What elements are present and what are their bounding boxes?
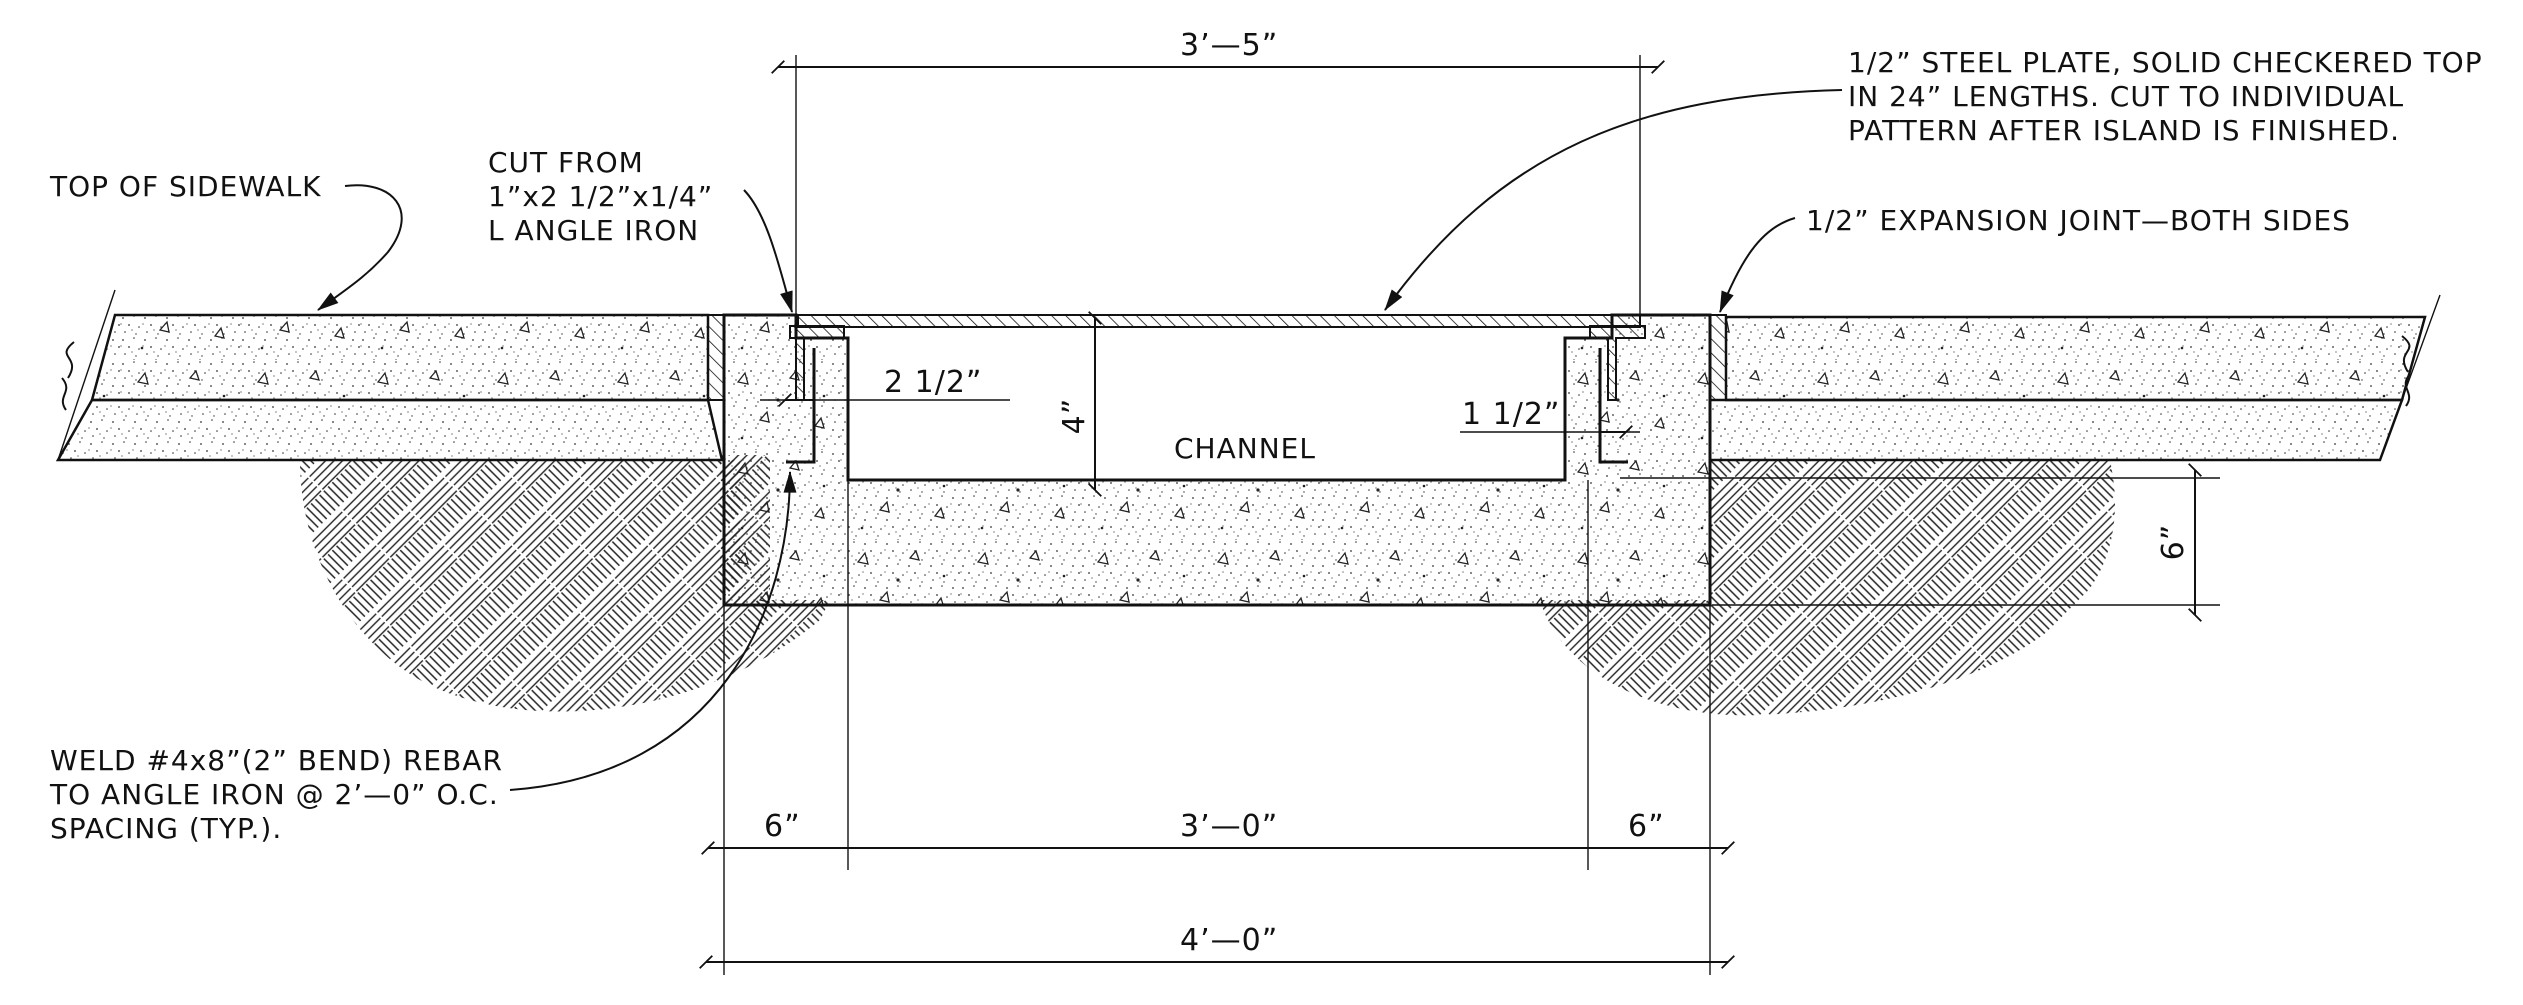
label-channel: CHANNEL [1174, 432, 1316, 465]
dim-overall-width: 4’—0” [1180, 923, 1278, 958]
right-expansion-joint [1709, 314, 1727, 401]
label-expansion-joint: 1/2” EXPANSION JOINT—BOTH SIDES [1806, 204, 2351, 237]
label-steel-plate-2: IN 24” LENGTHS. CUT TO INDIVIDUAL [1848, 80, 2404, 113]
dim-top-span: 3’—5” [1180, 28, 1278, 63]
label-cut-from-2: 1”x2 1/2”x1/4” [488, 180, 713, 213]
label-weld-2: TO ANGLE IRON @ 2’—0” O.C. [49, 778, 499, 811]
label-cut-from-3: L ANGLE IRON [488, 214, 699, 247]
right-sidewalk [1708, 294, 2441, 462]
dim-left-inset: 2 1/2” [884, 365, 982, 400]
label-steel-plate-1: 1/2” STEEL PLATE, SOLID CHECKERED TOP [1848, 46, 2483, 79]
label-steel-plate-3: PATTERN AFTER ISLAND IS FINISHED. [1848, 114, 2400, 147]
label-weld-1: WELD #4x8”(2” BEND) REBAR [50, 744, 503, 777]
dim-channel-width: 3’—0” [1180, 809, 1278, 844]
left-break-symbol [61, 341, 75, 411]
right-break-symbol [2401, 335, 2411, 407]
dimension-texts: 3’—5” 4” 2 1/2” 1 1/2” 6” 6” 3’—0” 6” 4’… [764, 28, 2191, 958]
dim-right-wall: 6” [1628, 809, 1665, 844]
label-cut-from-1: CUT FROM [488, 146, 644, 179]
dimension-lines [699, 60, 2202, 969]
rebar [786, 348, 1628, 464]
left-expansion-joint [707, 314, 725, 401]
callouts: TOP OF SIDEWALK CUT FROM 1”x2 1/2”x1/4” … [49, 46, 2483, 845]
label-top-of-sidewalk: TOP OF SIDEWALK [49, 170, 322, 203]
left-sidewalk [55, 289, 724, 462]
dim-base-thickness: 6” [2156, 524, 2191, 561]
leaders [317, 89, 1843, 791]
angle-iron-right [1589, 325, 1646, 401]
dim-channel-depth: 4” [1057, 398, 1092, 435]
dim-right-inset: 1 1/2” [1462, 397, 1560, 432]
steel-plate [797, 314, 1641, 328]
label-weld-3: SPACING (TYP.). [50, 812, 282, 845]
dim-left-wall: 6” [764, 809, 801, 844]
